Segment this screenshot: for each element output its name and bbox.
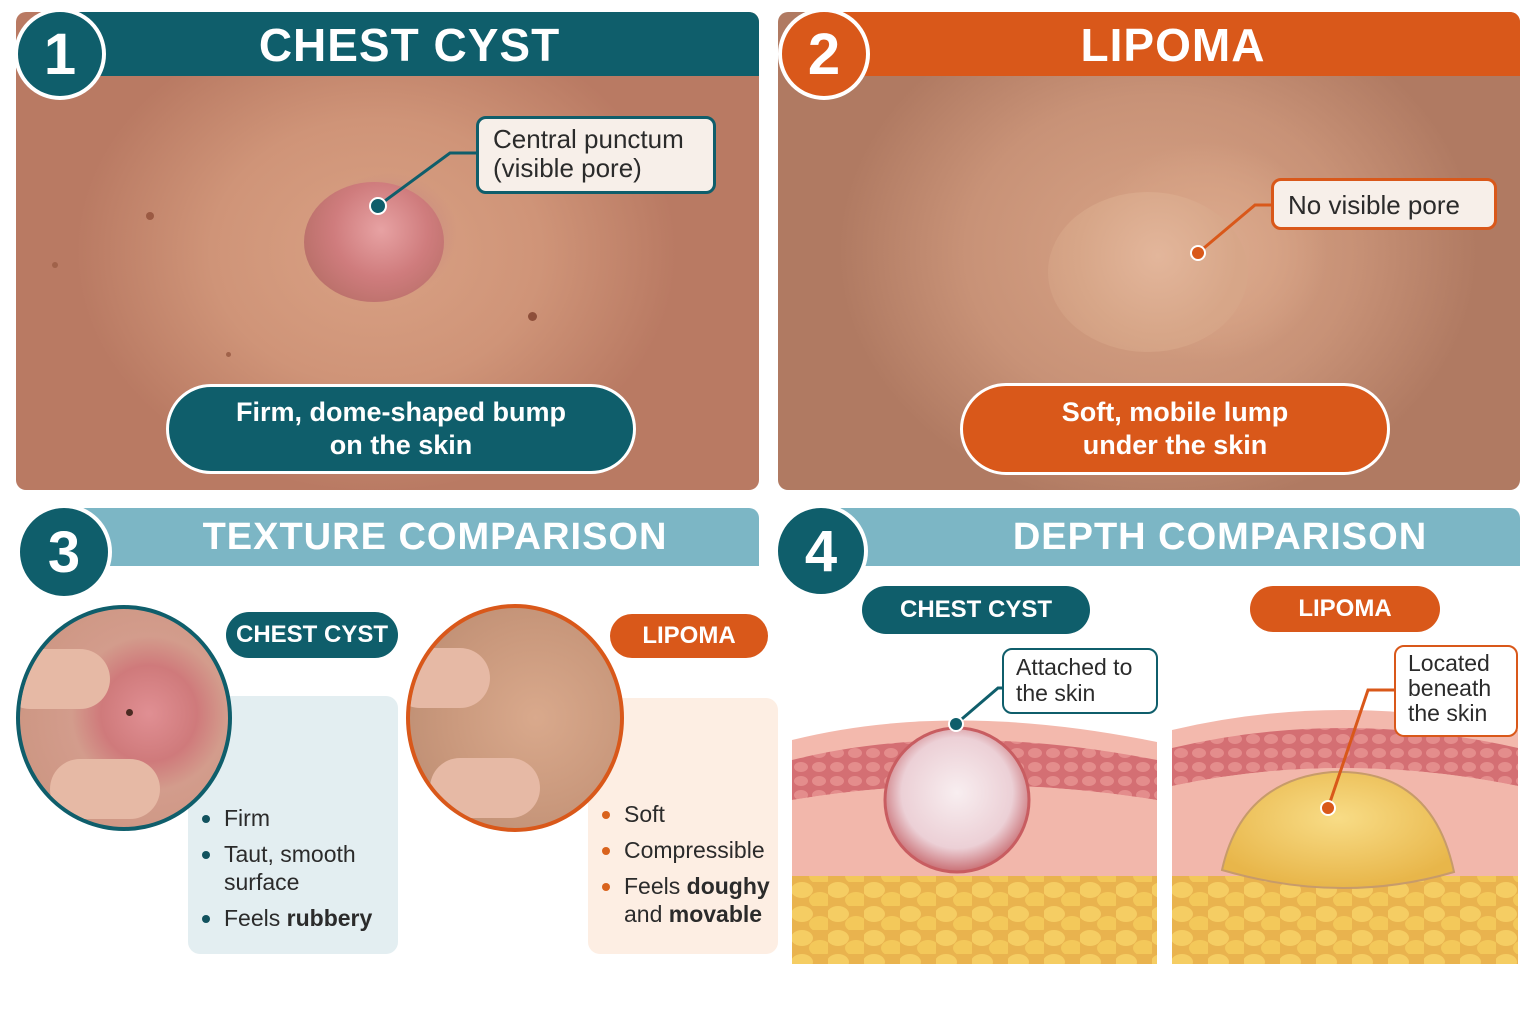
panel3-number-badge: 3 xyxy=(16,504,112,600)
list-item: Compressible xyxy=(602,836,778,864)
list-item: Soft xyxy=(602,800,778,828)
callout-line: Located xyxy=(1408,650,1490,676)
panel4-header-bar xyxy=(820,508,1520,566)
skin-mark xyxy=(146,212,154,220)
callout-line: Central punctum xyxy=(493,124,684,154)
caption-line: under the skin xyxy=(1082,430,1268,460)
callout-line: (visible pore) xyxy=(493,153,642,183)
lipoma-bump xyxy=(1048,192,1248,352)
panel3-title: TEXTURE COMPARISON xyxy=(202,516,668,558)
list-text: Feels xyxy=(624,873,687,899)
list-bold: movable xyxy=(668,901,763,927)
callout-line: the skin xyxy=(1016,680,1096,706)
list-text: and xyxy=(624,901,669,927)
list-bold: doughy xyxy=(686,873,770,899)
panel3-header-bar xyxy=(60,508,759,566)
skin-mark xyxy=(52,262,58,268)
callout-line: the skin xyxy=(1408,700,1488,726)
lipoma-texture-photo xyxy=(406,604,624,832)
list-bold: rubbery xyxy=(286,905,373,931)
finger xyxy=(410,648,490,708)
panel4-title: DEPTH COMPARISON xyxy=(1012,516,1428,558)
list-item: Firm xyxy=(202,804,392,832)
list-item: Feels doughy and movable xyxy=(602,872,778,928)
panel2-caption: Soft, mobile lump under the skin xyxy=(960,383,1390,475)
panel4-number-badge: 4 xyxy=(774,504,868,598)
panel2-title: LIPOMA xyxy=(1080,19,1266,71)
callout-line: beneath xyxy=(1408,675,1492,701)
panel1-caption: Firm, dome-shaped bump on the skin xyxy=(166,384,636,474)
panel2-header-bar xyxy=(826,12,1520,76)
finger xyxy=(430,758,540,818)
list-item: Feels rubbery xyxy=(202,904,392,932)
finger xyxy=(20,649,110,709)
depth-cyst-callout: Attached to the skin xyxy=(1002,648,1158,714)
panel1-number-badge: 1 xyxy=(14,8,106,100)
lipoma-texture-list: Soft Compressible Feels doughy and movabl… xyxy=(602,800,778,936)
panel1-callout: Central punctum (visible pore) xyxy=(476,116,716,194)
cyst-texture-photo xyxy=(16,605,232,831)
skin-mark xyxy=(226,352,231,357)
depth-cyst-tag: CHEST CYST xyxy=(862,586,1090,634)
caption-line: Soft, mobile lump xyxy=(1061,397,1289,427)
callout-line: Attached to xyxy=(1016,654,1133,680)
panel2-number-badge: 2 xyxy=(778,8,870,100)
caption-line: on the skin xyxy=(329,430,473,460)
caption-line: Firm, dome-shaped bump xyxy=(235,397,567,427)
lipoma-photo xyxy=(778,12,1520,490)
lipoma-texture-tag: LIPOMA xyxy=(610,614,768,658)
depth-lipoma-callout: Located beneath the skin xyxy=(1394,645,1518,737)
panel1-title: CHEST CYST xyxy=(258,19,561,71)
list-text: surface xyxy=(224,869,300,895)
punctum-dot xyxy=(126,709,133,716)
lipoma-cross-section xyxy=(1172,710,1518,964)
depth-lipoma-tag: LIPOMA xyxy=(1250,586,1440,632)
skin-mark xyxy=(528,312,537,321)
panel1-header-bar xyxy=(60,12,759,76)
finger xyxy=(50,759,160,819)
panel2-callout: No visible pore xyxy=(1271,178,1497,230)
cyst-texture-tag: CHEST CYST xyxy=(226,612,398,658)
list-text: Feels xyxy=(224,905,287,931)
list-text: Taut, smooth xyxy=(224,841,356,867)
